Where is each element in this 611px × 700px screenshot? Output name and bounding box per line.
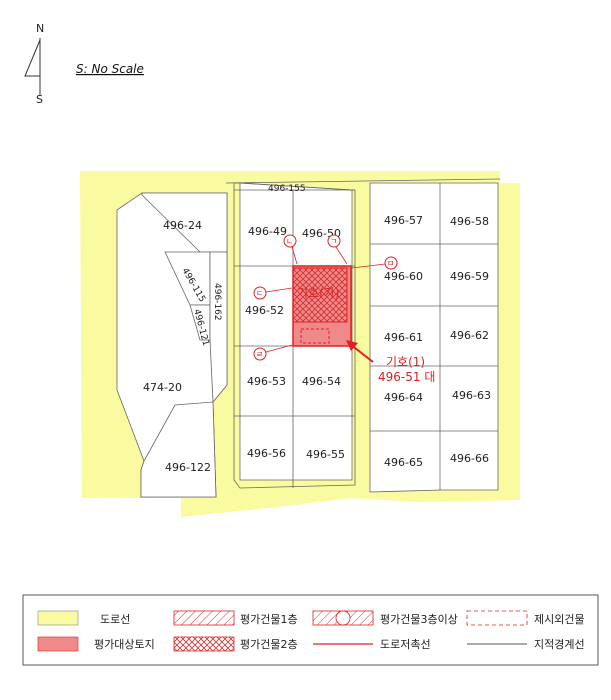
label-496-57: 496-57: [384, 214, 423, 227]
building-ga: [292, 267, 348, 323]
label-496-155: 496-155: [268, 184, 306, 194]
compass-north-label: N: [36, 22, 44, 35]
legend-road-label: 도로선: [100, 613, 130, 626]
callout-arrowhead: [346, 340, 358, 351]
callout-line1: 기호(1): [386, 355, 425, 369]
left-block: [116, 192, 228, 498]
compass-arrow: [24, 39, 41, 77]
label-496-52: 496-52: [245, 304, 284, 317]
label-496-54: 496-54: [302, 375, 341, 388]
right-block: [369, 182, 499, 493]
legend-cadastral-line-label: 지적경계선: [534, 638, 585, 651]
callout: 기호(1) 496-51 대: [346, 340, 435, 384]
legend-excluded-bldg-label: 제시외건물: [534, 613, 585, 626]
label-496-24: 496-24: [163, 219, 202, 232]
building-ga-label: 기호(가): [297, 286, 339, 300]
compass-south-label: S: [36, 93, 43, 106]
callout-line2: 496-51 대: [378, 370, 435, 384]
label-496-64: 496-64: [384, 391, 423, 404]
label-496-65: 496-65: [384, 456, 423, 469]
legend: 도로선 평가대상토지 평가건물1층 평가건물2층 평가건물3층이상 도로저촉선 …: [22, 594, 599, 666]
label-474-20: 474-20: [143, 381, 182, 394]
label-496-122: 496-122: [165, 461, 211, 474]
label-496-62: 496-62: [450, 329, 489, 342]
legend-road-contact-label: 도로저촉선: [380, 638, 431, 651]
label-496-58: 496-58: [450, 215, 489, 228]
scale-note: S: No Scale: [76, 62, 144, 76]
label-496-61: 496-61: [384, 331, 423, 344]
parcel-496-162: [209, 251, 228, 404]
label-496-162: 496-162: [212, 283, 222, 321]
legend-subject-land-label: 평가대상토지: [94, 638, 155, 651]
legend-subject-land-swatch: [37, 636, 79, 652]
label-496-63: 496-63: [452, 389, 491, 402]
label-496-59: 496-59: [450, 270, 489, 283]
legend-bldg-1f-label: 평가건물1층: [240, 613, 298, 626]
legend-box: [22, 594, 599, 666]
label-496-60: 496-60: [384, 270, 423, 283]
marker-digeut: ㄷ: [253, 286, 293, 300]
label-496-56: 496-56: [247, 447, 286, 460]
marker-mieum: ㅁ: [351, 256, 398, 270]
svg-text:ㄷ: ㄷ: [256, 289, 263, 298]
label-496-53: 496-53: [247, 375, 286, 388]
legend-bldg-3f-circle: [335, 610, 351, 626]
legend-excluded-bldg-swatch: [466, 610, 528, 626]
svg-text:ㄹ: ㄹ: [256, 350, 263, 359]
legend-bldg-1f-swatch: [173, 610, 235, 626]
marker-giyeok: ㄱ: [327, 234, 348, 265]
compass: N S: [24, 22, 44, 106]
excluded-building: [300, 328, 330, 344]
svg-text:ㅁ: ㅁ: [387, 259, 394, 268]
svg-text:ㄴ: ㄴ: [286, 237, 293, 246]
svg-text:ㄱ: ㄱ: [330, 237, 337, 246]
parcel-496-122: [140, 401, 217, 498]
marker-nieun: ㄴ: [283, 234, 298, 265]
label-496-55: 496-55: [306, 448, 345, 461]
label-496-49: 496-49: [248, 225, 287, 238]
legend-bldg-2f-label: 평가건물2층: [240, 638, 298, 651]
corner-markers: ㄴ ㄱ ㅁ ㄷ ㄹ: [253, 234, 398, 361]
marker-rieul: ㄹ: [253, 344, 293, 361]
label-496-66: 496-66: [450, 452, 489, 465]
legend-bldg-2f-swatch: [173, 636, 235, 652]
legend-road-swatch: [37, 610, 79, 626]
parcel-496-155-line: [225, 178, 501, 184]
legend-bldg-3f-label: 평가건물3층이상: [380, 613, 458, 626]
